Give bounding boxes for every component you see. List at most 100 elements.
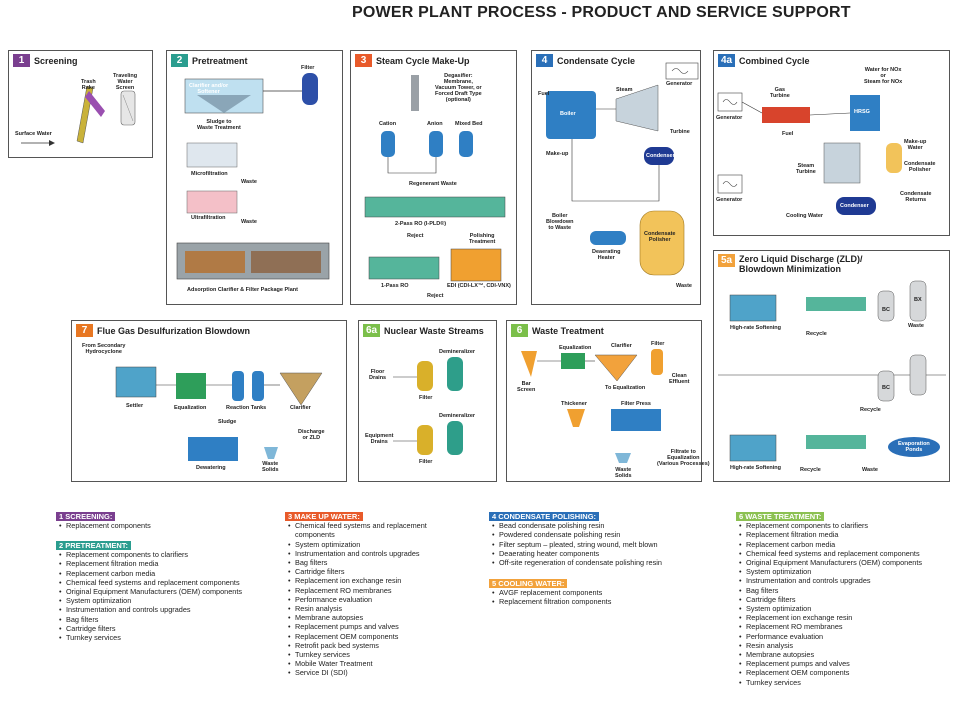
anion-label: Anion bbox=[427, 121, 443, 127]
list-item: Replacement components bbox=[59, 521, 151, 530]
step-number: 1 bbox=[13, 54, 30, 67]
panel-title: Combined Cycle bbox=[739, 55, 810, 66]
section-list: Replacement components to clarifiersRepl… bbox=[736, 521, 922, 687]
list-item: System optimization bbox=[739, 604, 922, 613]
filter-label: Filter bbox=[419, 459, 433, 465]
settler-label: Settler bbox=[126, 403, 144, 409]
list-item: Chemical feed systems and replacement co… bbox=[739, 549, 922, 558]
ultrafiltration-label: Ultrafiltration bbox=[191, 215, 226, 221]
floor-drains-label: Floor Drains bbox=[369, 369, 387, 381]
section-heading: 6 WASTE TREATMENT: bbox=[736, 512, 825, 521]
list-item: Off-site regeneration of condensate poli… bbox=[492, 558, 662, 567]
steam-label: Steam bbox=[616, 87, 633, 93]
section-cooling-water: 5 COOLING WATER: AVGF replacement compon… bbox=[489, 579, 611, 607]
list-item: Replacement RO membranes bbox=[739, 622, 922, 631]
boiler-label: Boiler bbox=[560, 111, 576, 117]
condensate-returns-label: Condensate Returns bbox=[900, 191, 932, 203]
list-item: Bag filters bbox=[59, 615, 242, 624]
hrsg-label: HRSG bbox=[854, 109, 870, 115]
mixed-bed-label: Mixed Bed bbox=[455, 121, 483, 127]
panel-title: Screening bbox=[34, 55, 78, 66]
list-item: Replacement RO membranes bbox=[288, 586, 427, 595]
dewatering-label: Dewatering bbox=[196, 465, 226, 471]
makeup-water-label: Make-up Water bbox=[904, 139, 927, 151]
steam-turbine-label: Steam Turbine bbox=[796, 163, 816, 175]
section-pretreatment: 2 PRETREATMENT: Replacement components t… bbox=[56, 541, 242, 642]
step-number: 6a bbox=[363, 324, 380, 337]
list-item: Replacement ion exchange resin bbox=[288, 576, 427, 585]
fuel-label: Fuel bbox=[782, 131, 794, 137]
list-item: System optimization bbox=[288, 540, 427, 549]
section-waste-treatment: 6 WASTE TREATMENT: Replacement component… bbox=[736, 512, 922, 687]
polishing-label: Polishing Treatment bbox=[469, 233, 496, 245]
ro2-label: 2-Pass RO (I-PLD®) bbox=[395, 221, 447, 227]
section-list: Replacement components to clarifiersRepl… bbox=[56, 550, 242, 642]
list-item: Performance evaluation bbox=[288, 595, 427, 604]
list-item: AVGF replacement components bbox=[492, 588, 611, 597]
gas-turbine-label: Gas Turbine bbox=[770, 87, 790, 99]
list-item: System optimization bbox=[739, 567, 922, 576]
list-item: Mobile Water Treatment bbox=[288, 659, 427, 668]
fuel-label: Fuel bbox=[538, 91, 550, 97]
waste-label: Waste bbox=[676, 283, 692, 289]
list-item: Instrumentation and controls upgrades bbox=[288, 549, 427, 558]
list-item: Performance evaluation bbox=[739, 632, 922, 641]
list-item: Turnkey services bbox=[739, 678, 922, 687]
section-list: Replacement components bbox=[56, 521, 151, 530]
list-item: Cartridge filters bbox=[288, 567, 427, 576]
evaporation-ponds-label: Evaporation Ponds bbox=[898, 441, 930, 453]
list-item: Resin analysis bbox=[739, 641, 922, 650]
cooling-water-label: Cooling Water bbox=[786, 213, 824, 219]
panel-title: Steam Cycle Make-Up bbox=[376, 55, 470, 66]
equalization-label: Equalization bbox=[174, 405, 207, 411]
list-item: Replacement filtration components bbox=[492, 597, 611, 606]
bar-screen-label: Bar Screen bbox=[517, 381, 536, 393]
list-item: Chemical feed systems and replacement co… bbox=[288, 521, 427, 539]
list-item: Resin analysis bbox=[288, 604, 427, 613]
section-heading: 4 CONDENSATE POLISHING: bbox=[489, 512, 600, 521]
list-item: Replacement ion exchange resin bbox=[739, 613, 922, 622]
list-item: Bag filters bbox=[739, 586, 922, 595]
step-number: 5a bbox=[718, 254, 735, 267]
filter-press-label: Filter Press bbox=[621, 401, 651, 407]
microfiltration-label: Microfiltration bbox=[191, 171, 228, 177]
step-number: 3 bbox=[355, 54, 372, 67]
recycle-label: Recycle bbox=[860, 407, 881, 413]
section-list: AVGF replacement componentsReplacement f… bbox=[489, 588, 611, 607]
step-number: 2 bbox=[171, 54, 188, 67]
high-rate-softening-label: High-rate Softening bbox=[730, 325, 782, 331]
page-title: POWER PLANT PROCESS - PRODUCT AND SERVIC… bbox=[352, 4, 851, 21]
clarifier-label: Clarifier bbox=[290, 405, 311, 411]
condensate-polisher-label: Condensate Polisher bbox=[644, 231, 676, 243]
panel-title: Condensate Cycle bbox=[557, 55, 636, 66]
waste-solids-label: Waste Solids bbox=[615, 467, 632, 479]
condensate-cycle-diagram bbox=[546, 62, 699, 276]
waste-label: Waste bbox=[908, 323, 924, 329]
from-hydrocyclone-label: From Secondary Hydrocyclone bbox=[82, 343, 126, 355]
ro1-label: 1-Pass RO bbox=[381, 283, 409, 289]
list-item: Instrumentation and controls upgrades bbox=[59, 605, 242, 614]
blowdown-label: Boiler Blowdown to Waste bbox=[546, 213, 574, 231]
panel-title: Zero Liquid Discharge (ZLD)/ Blowdown Mi… bbox=[739, 254, 863, 274]
section-list: Chemical feed systems and replacement co… bbox=[285, 521, 427, 678]
panel-title: Flue Gas Desulfurization Blowdown bbox=[97, 325, 251, 336]
trash-rake-label: Trash Rake bbox=[81, 79, 96, 91]
condenser-label: Condenser bbox=[646, 153, 675, 159]
bc-label: BC bbox=[882, 307, 890, 313]
filter-label: Filter bbox=[301, 65, 315, 71]
panel-title: Pretreatment bbox=[192, 55, 248, 66]
generator-label: Generator bbox=[716, 197, 743, 203]
discharge-label: Discharge or ZLD bbox=[298, 429, 325, 441]
list-item: Original Equipment Manufacturers (OEM) c… bbox=[59, 587, 242, 596]
list-item: Replacement carbon media bbox=[739, 540, 922, 549]
list-item: Chemical feed systems and replacement co… bbox=[59, 578, 242, 587]
section-list: Bead condensate polishing resinPowdered … bbox=[489, 521, 662, 567]
section-heading: 1 SCREENING: bbox=[56, 512, 116, 521]
list-item: Powdered condensate polishing resin bbox=[492, 530, 662, 539]
